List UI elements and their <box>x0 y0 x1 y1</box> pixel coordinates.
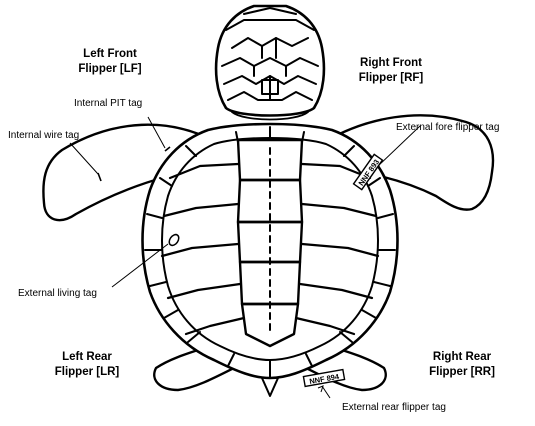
external-rear-flipper-tag-label: External rear flipper tag <box>342 402 446 413</box>
region-code: Flipper [LF] <box>74 62 146 77</box>
region-name: Left Front <box>74 47 146 62</box>
right-rear-flipper-label: Right Rear Flipper [RR] <box>424 350 500 380</box>
region-code: Flipper [RF] <box>353 71 429 86</box>
left-front-flipper-label: Left Front Flipper [LF] <box>74 47 146 77</box>
region-code: Flipper [LR] <box>51 365 123 380</box>
right-front-flipper-label: Right Front Flipper [RF] <box>353 56 429 86</box>
region-name: Right Front <box>353 56 429 71</box>
external-living-tag-label: External living tag <box>18 288 97 299</box>
internal-pit-tag-label: Internal PIT tag <box>74 98 142 109</box>
external-fore-flipper-tag-label: External fore flipper tag <box>396 122 499 133</box>
left-rear-flipper-label: Left Rear Flipper [LR] <box>51 350 123 380</box>
internal-wire-tag-label: Internal wire tag <box>8 130 79 141</box>
region-name: Left Rear <box>51 350 123 365</box>
region-name: Right Rear <box>424 350 500 365</box>
region-code: Flipper [RR] <box>424 365 500 380</box>
rear-tag-print: NNF 894 <box>309 372 341 386</box>
